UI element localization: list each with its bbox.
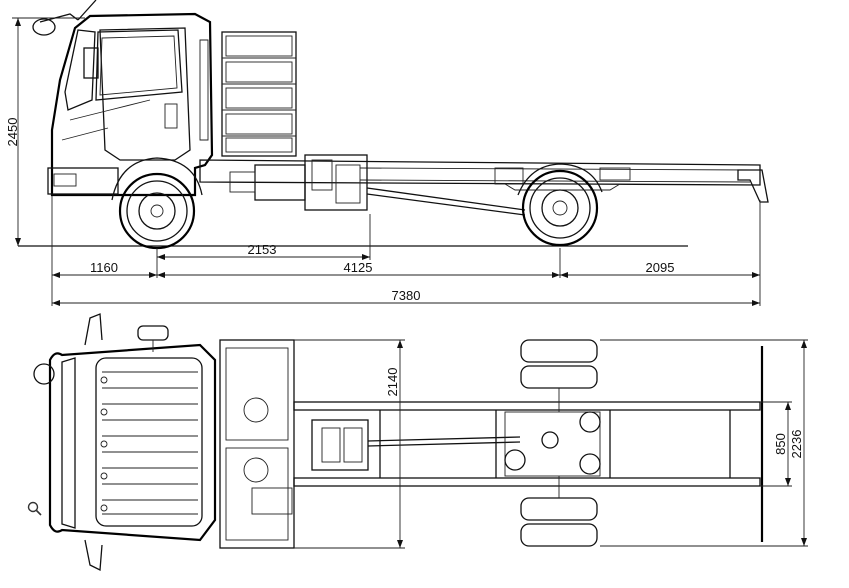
length-dimensions: 2153 1160 4125 2095 7380 — [51, 196, 761, 306]
battery-rack — [221, 31, 297, 157]
overall-width-label: 2236 — [789, 430, 804, 459]
side-view: 2450 — [5, 0, 769, 306]
front-overhang-label: 1160 — [90, 260, 118, 275]
rear-overhang-label: 2095 — [646, 260, 675, 275]
cab-top — [33, 313, 217, 572]
height-label: 2450 — [5, 118, 20, 147]
magnifier-icon[interactable] — [27, 501, 42, 516]
frame-rails-top — [293, 346, 764, 542]
cab — [32, 0, 214, 197]
frame-rail — [199, 154, 769, 216]
front-wheel — [111, 157, 203, 250]
battery-box-top — [219, 339, 295, 549]
cab-depth-label: 2140 — [385, 368, 400, 397]
width-dimensions: 2140 850 2236 — [294, 339, 808, 549]
overall-length-label: 7380 — [392, 288, 421, 303]
cab-to-rear-label: 2153 — [248, 242, 277, 257]
height-dimension: 2450 — [5, 17, 85, 246]
frame-width-label: 850 — [773, 433, 788, 455]
top-view: 2140 850 2236 — [33, 313, 808, 572]
wheelbase-label: 4125 — [344, 260, 373, 275]
rear-wheels-top — [520, 339, 598, 547]
rear-wheel — [517, 163, 603, 247]
